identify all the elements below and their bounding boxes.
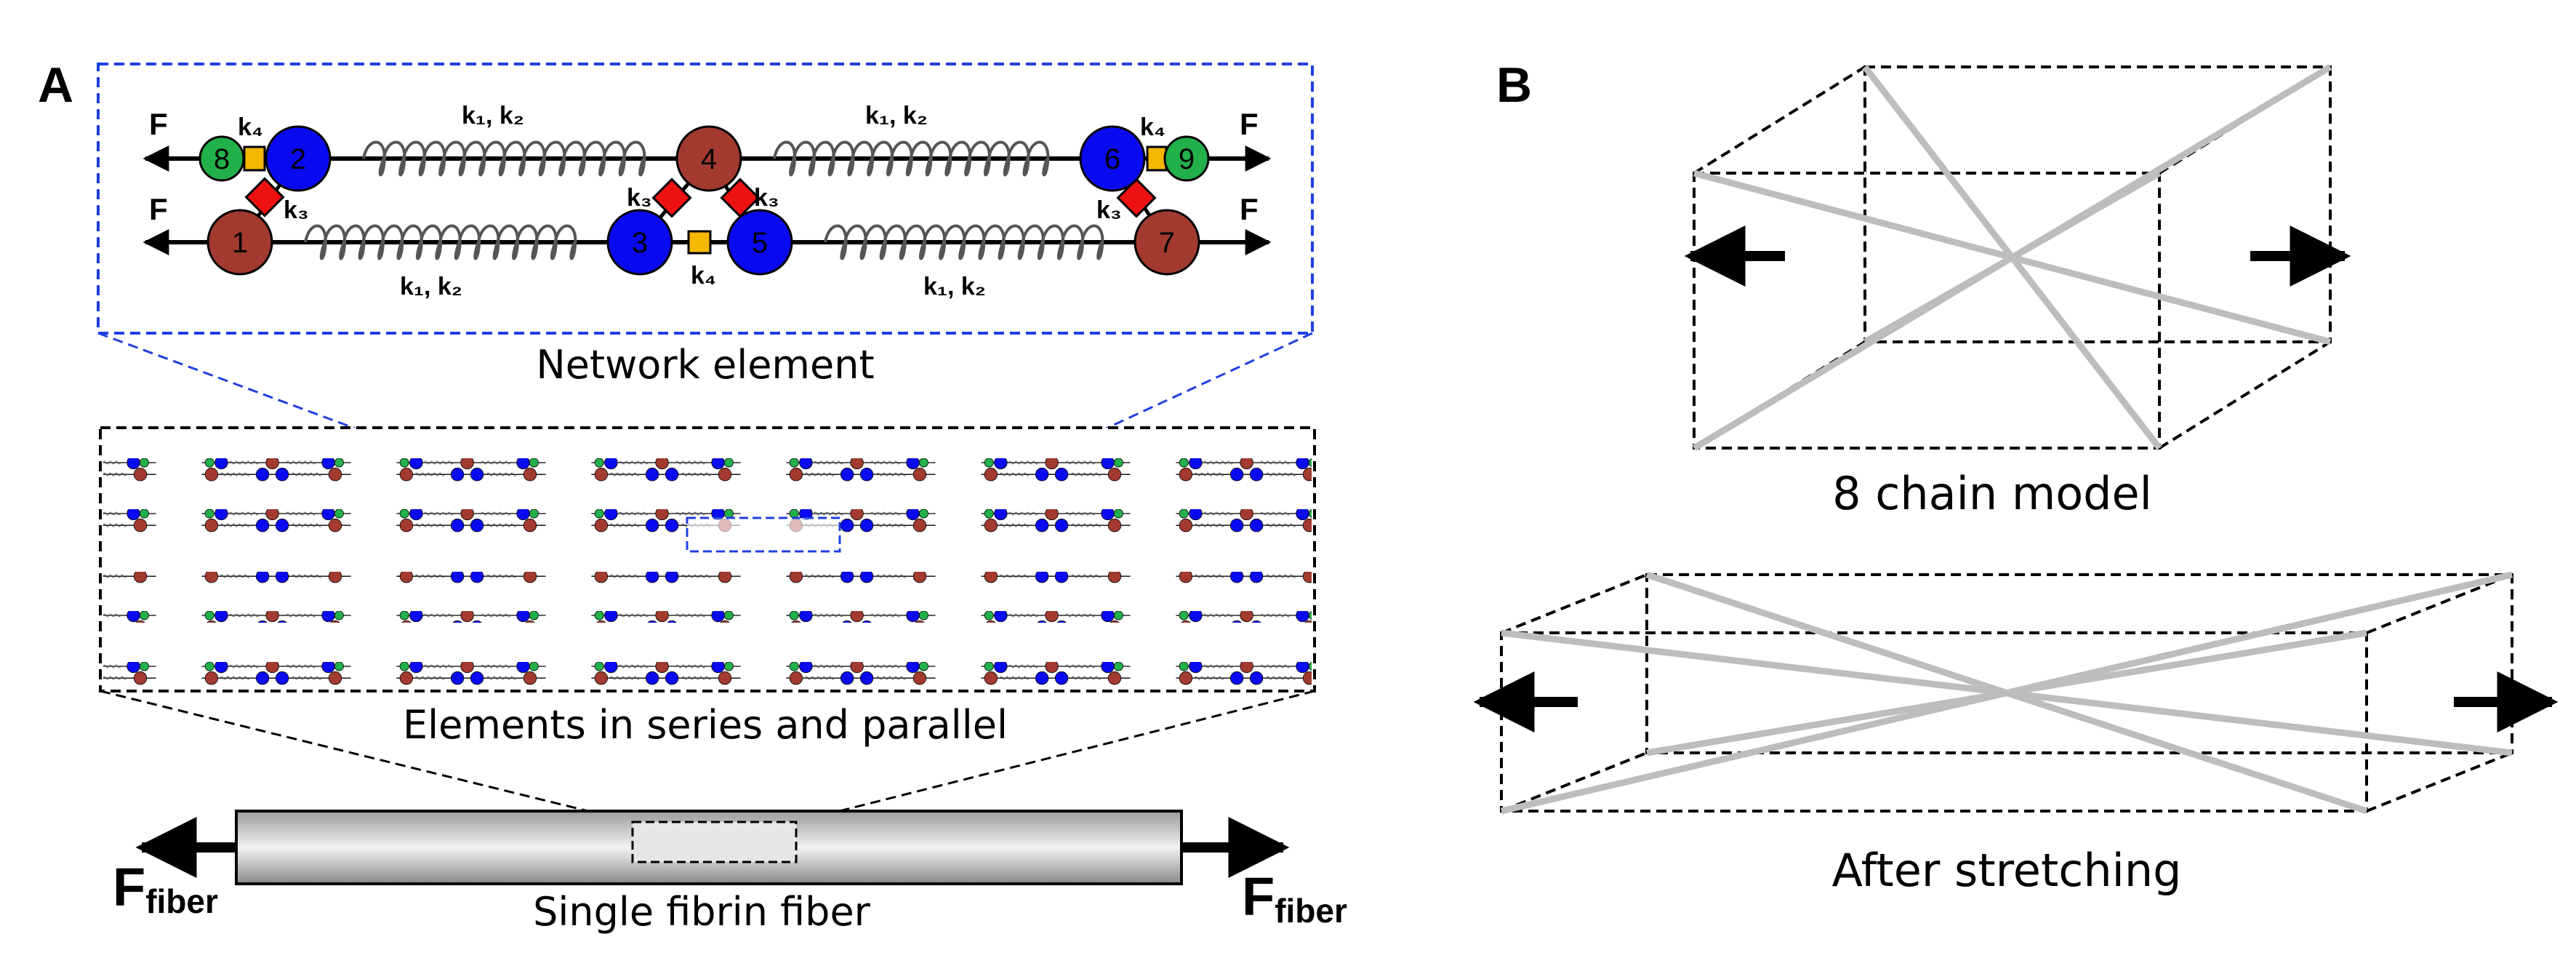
k4-label-right: k₄ — [1140, 113, 1165, 141]
node-7 — [1133, 209, 1200, 276]
panel-a-label: A — [38, 57, 73, 113]
k3-crosslink-right — [1116, 177, 1157, 218]
k3-crosslink-center-right — [720, 177, 761, 218]
eight-chain-cube — [1684, 64, 2351, 451]
spring-upper-left — [362, 140, 646, 177]
spring-upper-right — [773, 140, 1050, 177]
fiber-force-right: Ffiber — [1242, 866, 1347, 930]
stretched-caption: After stretching — [1831, 844, 2181, 897]
k3-label-center-right: k₃ — [754, 184, 779, 212]
force-label-bottom-right: F — [1240, 192, 1259, 226]
spring-label-upper-left: k₁, k₂ — [462, 102, 524, 129]
fiber-force-left: Ffiber — [113, 857, 218, 920]
fiber-element-highlight — [631, 821, 798, 863]
stretched-cube — [1473, 571, 2559, 815]
node-1 — [206, 209, 273, 276]
element-row-4 — [103, 634, 1312, 685]
node-9-label: 9 — [1179, 143, 1195, 175]
node-1-label: 1 — [232, 227, 248, 259]
node-7-label: 7 — [1159, 227, 1175, 259]
node-4 — [675, 125, 742, 192]
k4-label-left: k₄ — [238, 113, 263, 141]
spring-label-lower-right: k₁, k₂ — [923, 273, 986, 300]
k3-crosslink-left — [244, 177, 285, 217]
model-caption: 8 chain model — [1832, 467, 2152, 520]
node-8 — [198, 135, 245, 182]
network-element-diagram: 8 2 1 4 3 5 6 9 7 F F F F k₁, k₂ k₁, k₂ … — [143, 102, 1272, 300]
highlighted-element — [686, 516, 841, 553]
k3-label-left: k₃ — [284, 196, 309, 224]
node-8-label: 8 — [214, 143, 230, 175]
k3-label-right: k₃ — [1096, 196, 1122, 224]
k4-label-center: k₄ — [691, 262, 716, 290]
spring-lower-right — [824, 224, 1104, 260]
k4-crosslink-left — [243, 145, 266, 172]
node-5-label: 5 — [752, 227, 768, 259]
spring-lower-left — [304, 224, 577, 260]
k3-label-center-left: k₃ — [627, 184, 652, 212]
k3-crosslink-center-left — [651, 177, 692, 218]
series-parallel-caption: Elements in series and parallel — [403, 702, 1008, 748]
k4-crosslink-center — [687, 230, 712, 255]
node-5 — [726, 209, 793, 276]
element-row-3 — [103, 572, 1312, 623]
node-9 — [1163, 135, 1210, 182]
spring-label-lower-left: k₁, k₂ — [400, 273, 462, 300]
node-3-label: 3 — [632, 227, 648, 259]
panel-b-label: B — [1496, 57, 1532, 113]
spring-label-upper-right: k₁, k₂ — [865, 102, 928, 129]
node-2-label: 2 — [290, 143, 306, 175]
force-label-bottom-left: F — [149, 192, 168, 226]
node-6-label: 6 — [1104, 143, 1120, 175]
k4-crosslink-right — [1146, 145, 1168, 172]
element-row-1 — [103, 439, 1312, 490]
node-4-label: 4 — [701, 143, 717, 175]
fiber-caption: Single fibrin fiber — [533, 889, 871, 935]
node-6 — [1079, 125, 1146, 192]
force-label-top-left: F — [149, 107, 168, 141]
node-3 — [606, 209, 673, 276]
network-element-box — [97, 63, 1314, 335]
network-element-caption: Network element — [536, 342, 874, 388]
node-2 — [265, 125, 332, 192]
force-label-top-right: F — [1240, 107, 1259, 141]
